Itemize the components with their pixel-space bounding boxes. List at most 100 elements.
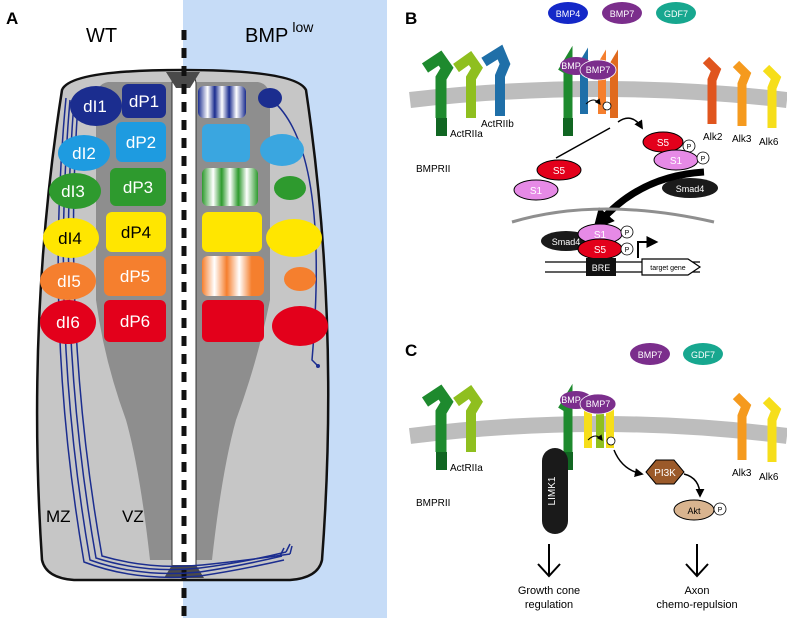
- c-complex-bmp7: [579, 393, 617, 415]
- transcription-start-arrow: [637, 236, 659, 258]
- alk2-label: Alk2: [703, 132, 723, 143]
- c-actriia-label: ActRIIa: [450, 463, 483, 474]
- bmp-low-superscript: low: [292, 19, 314, 35]
- bmp-low-dl5: [284, 267, 316, 291]
- dl-labels: dI1 dI2 dI3 dI4 dI5 dI6: [56, 97, 107, 332]
- growth-cone-arrow: [537, 544, 561, 578]
- dp3-label: dP3: [123, 178, 153, 197]
- dl1-oval: [70, 86, 122, 126]
- axon-growth-cone: [316, 364, 320, 368]
- growth-cone-label-1: Growth cone: [518, 585, 580, 597]
- dl4-oval: [43, 218, 99, 258]
- bmprii-receptor: [421, 50, 454, 118]
- alk2-receptor: [702, 56, 722, 124]
- target-gene-arrow: [641, 258, 702, 276]
- s1-phospho-label: S1: [670, 156, 683, 167]
- transphosphorylation-arrow: [585, 98, 601, 105]
- c-actriia-receptor: [453, 384, 483, 452]
- complex-phospho-b: [602, 101, 612, 111]
- bmp7-ligand-label: BMP7: [610, 9, 635, 19]
- c-bmp7-ligand: [630, 343, 670, 365]
- bmp-low-dp1: [198, 86, 246, 118]
- panel-c-complex-ligands: BMP BMP7: [560, 391, 617, 415]
- bmp-low-dl6: [272, 306, 328, 346]
- limk1-label: LIMK1: [547, 476, 558, 505]
- bmp-low-dp6: [202, 300, 264, 342]
- dp4-label: dP4: [121, 223, 151, 242]
- s5-free: [536, 159, 582, 181]
- dp6-label: dP6: [120, 312, 150, 331]
- bmp4-ligand-label: BMP4: [556, 9, 581, 19]
- akt-activation-arrow: [683, 473, 705, 498]
- actriia-label: ActRIIa: [450, 129, 483, 140]
- dl-domains: [40, 86, 122, 344]
- c-bmprii-label: BMPRII: [416, 498, 450, 509]
- s1-p-circle: [696, 151, 710, 165]
- c-transphosphorylation-arrow: [587, 434, 603, 441]
- s5-free-label: S5: [553, 166, 566, 177]
- alk3-label: Alk3: [732, 134, 752, 145]
- panel-a-letter: A: [6, 9, 18, 28]
- dp-labels: dP1 dP2 dP3 dP4 dP5 dP6: [120, 92, 159, 331]
- alk6-receptor: [762, 64, 782, 128]
- bmp-low-dp5: [202, 256, 264, 296]
- complex-bmp7-ligand: [579, 59, 617, 81]
- c-bmp7-label: BMP7: [638, 350, 663, 360]
- dl4-label: dI4: [58, 229, 82, 248]
- target-gene-label: target gene: [650, 265, 686, 272]
- dp6-box: [104, 300, 166, 342]
- bmp-low-dl4: [266, 219, 322, 257]
- s1-p-label: P: [701, 156, 706, 163]
- c-complex-phospho: [606, 436, 616, 446]
- axon-label-1: Axon: [684, 585, 709, 597]
- pi3k-activation-arrow: [613, 449, 644, 477]
- s1-nuclear-label: S1: [594, 230, 607, 241]
- dp3-box: [110, 168, 166, 206]
- dl5-label: dI5: [57, 272, 81, 291]
- akt-label: Akt: [687, 506, 701, 516]
- actriib-label: ActRIIb: [481, 119, 514, 130]
- c-bmprii-kinase: [436, 452, 447, 470]
- c-gdf7-label: GDF7: [691, 350, 715, 360]
- actriib-receptor: [481, 44, 511, 116]
- c-alk3-receptor: [732, 392, 752, 460]
- dp5-label: dP5: [120, 267, 150, 286]
- bmp-low-dl3: [274, 176, 306, 200]
- dp1-box: [122, 84, 166, 118]
- bmp-low-dl2: [260, 134, 304, 166]
- complex-bmp7-label: BMP7: [586, 65, 611, 75]
- wt-label: WT: [86, 25, 117, 47]
- axon-terminals: [279, 543, 293, 557]
- s1-free-label: S1: [530, 186, 543, 197]
- limk1-block: [542, 448, 568, 534]
- nuclear-translocation-arrow: [593, 168, 705, 230]
- mz-label: MZ: [46, 507, 71, 526]
- c-complex-bmp-label: BMP: [561, 395, 581, 405]
- dp2-label: dP2: [126, 133, 156, 152]
- s1-free: [513, 179, 559, 201]
- bmp-low-dp4: [202, 212, 262, 252]
- panel-b-letter: B: [405, 9, 417, 28]
- bmp-low-dp3: [202, 168, 258, 206]
- smad-phosphorylation-arrow: [617, 117, 643, 130]
- dp-domains: [104, 84, 166, 342]
- dl1-label: dI1: [83, 97, 107, 116]
- alk6-label: Alk6: [759, 137, 779, 148]
- s1-nuclear-p: [620, 225, 634, 239]
- s5-phospho-label: S5: [657, 138, 670, 149]
- bmp7-ligand: [602, 2, 642, 24]
- dl6-oval: [40, 300, 96, 344]
- pi3k-hexagon: [645, 459, 685, 485]
- axon-repulsion-arrow: [685, 544, 709, 578]
- c-alk6-receptor: [762, 396, 782, 462]
- axon-label-2: chemo-repulsion: [656, 599, 737, 611]
- bmp-low-dl1: [258, 88, 282, 108]
- nuclear-membrane: [511, 207, 715, 224]
- dp2-box: [116, 122, 166, 162]
- akt-p-circle: [713, 502, 727, 516]
- c-alk3-label: Alk3: [732, 468, 752, 479]
- dl2-oval: [58, 135, 110, 171]
